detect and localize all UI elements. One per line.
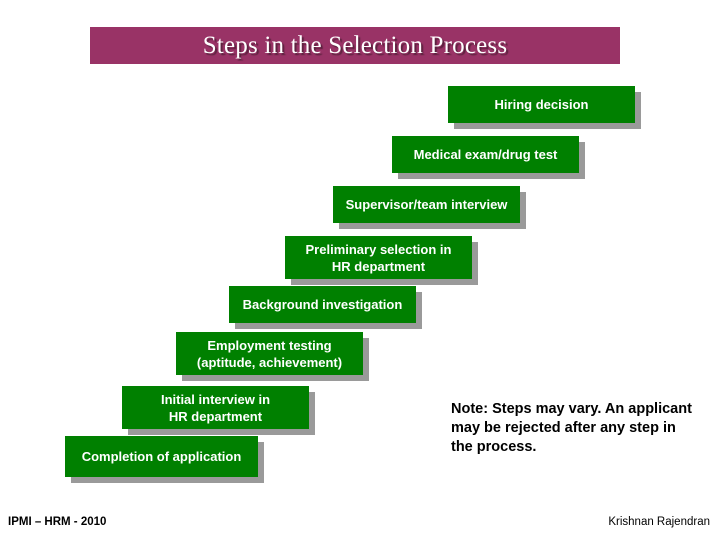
- process-step-label: Completion of application: [81, 449, 242, 464]
- process-step-label: Initial interview in HR department: [160, 391, 271, 424]
- note-block: Note: Steps may vary. An applicant may b…: [451, 400, 701, 457]
- note-text: Note: Steps may vary. An applicant may b…: [451, 401, 692, 455]
- process-step-box[interactable]: Hiring decision: [448, 86, 635, 123]
- process-step-box[interactable]: Background investigation: [229, 286, 416, 323]
- process-step-label: Hiring decision: [494, 97, 589, 112]
- process-step-box[interactable]: Employment testing (aptitude, achievemen…: [176, 332, 363, 375]
- process-step-box[interactable]: Medical exam/drug test: [392, 136, 579, 173]
- process-step-box[interactable]: Completion of application: [65, 436, 258, 477]
- process-step-box[interactable]: Initial interview in HR department: [122, 386, 309, 429]
- footer-left-text: IPMI – HRM - 2010: [8, 516, 107, 528]
- process-step-label: Medical exam/drug test: [413, 147, 558, 162]
- process-step-label: Preliminary selection in HR department: [305, 241, 452, 274]
- title-banner: Steps in the Selection Process: [90, 27, 620, 64]
- process-step-label: Employment testing (aptitude, achievemen…: [196, 337, 343, 370]
- process-step-label: Supervisor/team interview: [345, 197, 508, 212]
- process-step-box[interactable]: Preliminary selection in HR department: [285, 236, 472, 279]
- process-step-box[interactable]: Supervisor/team interview: [333, 186, 520, 223]
- process-step-label: Background investigation: [242, 297, 403, 312]
- page-title: Steps in the Selection Process: [202, 31, 508, 59]
- footer-right-text: Krishnan Rajendran: [608, 516, 710, 528]
